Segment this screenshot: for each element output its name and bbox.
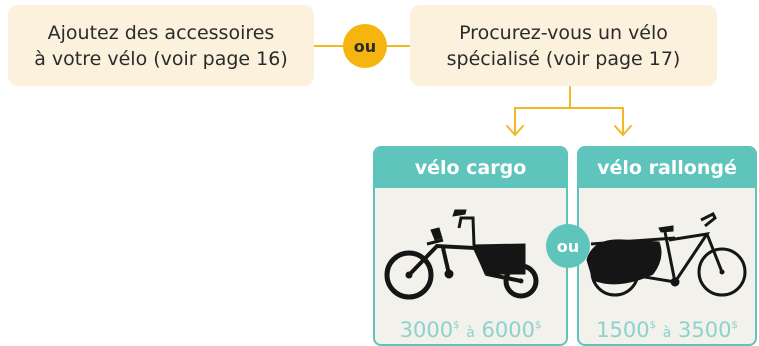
longtail-price-to: 3500	[677, 318, 732, 342]
currency-symbol: $	[534, 320, 542, 331]
currency-symbol: $	[649, 320, 657, 331]
longtail-bike-title: vélo rallongé	[579, 148, 755, 188]
specialized-line-2: spécialisé (voir page 17)	[446, 47, 681, 70]
price-separator: à	[466, 325, 475, 341]
accessories-line-1: Ajoutez des accessoires	[47, 21, 275, 44]
price-separator: à	[662, 325, 672, 341]
or-badge-top: ou	[343, 24, 387, 68]
longtail-bike-price: 1500$ à 3500$	[579, 318, 755, 342]
down-arrow-icon	[614, 125, 632, 136]
accessories-line-2: à votre vélo (voir page 16)	[34, 47, 288, 70]
or-badge-middle: ou	[546, 224, 590, 268]
accessories-option-box: Ajoutez des accessoires à votre vélo (vo…	[8, 5, 314, 86]
cargo-bike-title: vélo cargo	[375, 148, 566, 188]
currency-symbol: $	[453, 320, 460, 331]
currency-symbol: $	[731, 320, 738, 331]
longtail-bike-icon	[586, 211, 747, 297]
cargo-price-to: 6000	[481, 318, 535, 342]
down-arrow-icon	[506, 125, 524, 136]
cargo-bike-icon	[384, 209, 539, 300]
longtail-price-from: 1500	[596, 318, 650, 342]
cargo-bike-price: 3000$ à 6000$	[375, 318, 566, 342]
cargo-bike-card: vélo cargo 3000$ à 6000$	[373, 146, 568, 346]
longtail-bike-card: vélo rallongé 1500$ à 3500$	[577, 146, 757, 346]
specialized-line-1: Procurez-vous un vélo	[459, 21, 668, 44]
specialized-bike-option-box: Procurez-vous un vélo spécialisé (voir p…	[410, 5, 717, 86]
cargo-price-from: 3000	[399, 318, 454, 342]
